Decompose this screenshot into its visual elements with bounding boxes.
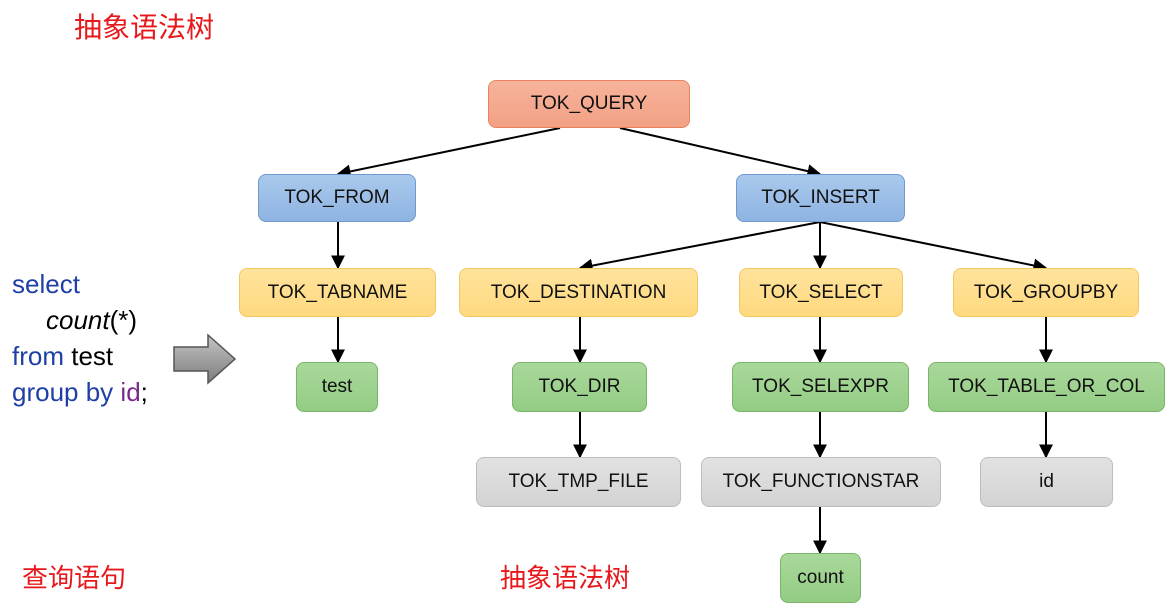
node-tok-destination: TOK_DESTINATION bbox=[459, 268, 698, 317]
diagram-title: 抽象语法树 bbox=[74, 11, 215, 44]
edge-insert-destination bbox=[578, 221, 821, 273]
node-tok-query: TOK_QUERY bbox=[488, 80, 690, 128]
sql-keyword-group-by: group by bbox=[12, 377, 114, 407]
sql-keyword-select: select bbox=[12, 269, 80, 299]
node-tok-selexpr: TOK_SELEXPR bbox=[732, 362, 909, 412]
node-test: test bbox=[296, 362, 378, 412]
node-tok-insert: TOK_INSERT bbox=[736, 174, 905, 222]
node-tok-tabname: TOK_TABNAME bbox=[239, 268, 436, 317]
caption-abstract-syntax-tree: 抽象语法树 bbox=[500, 564, 631, 594]
sql-query: select count(*) from test group by id; bbox=[12, 266, 148, 410]
node-tok-from: TOK_FROM bbox=[258, 174, 416, 222]
sql-function-args: (*) bbox=[109, 305, 138, 335]
edge-query-insert bbox=[619, 127, 822, 178]
sql-line-1: select bbox=[12, 266, 148, 302]
node-tok-tmp-file: TOK_TMP_FILE bbox=[476, 457, 681, 507]
node-tok-groupby: TOK_GROUPBY bbox=[953, 268, 1139, 317]
sql-column-id: id bbox=[113, 377, 141, 407]
node-id: id bbox=[980, 457, 1113, 507]
caption-query-statement: 查询语句 bbox=[22, 564, 127, 594]
sql-keyword-from: from bbox=[12, 341, 64, 371]
node-count: count bbox=[780, 553, 861, 603]
node-tok-select: TOK_SELECT bbox=[739, 268, 903, 317]
right-arrow-icon bbox=[172, 333, 238, 390]
edge-query-from bbox=[336, 127, 561, 179]
sql-line-4: group by id; bbox=[12, 374, 148, 410]
node-tok-dir: TOK_DIR bbox=[512, 362, 647, 412]
sql-line-2: count(*) bbox=[12, 302, 148, 338]
node-tok-functionstar: TOK_FUNCTIONSTAR bbox=[701, 457, 941, 507]
node-tok-table-or-col: TOK_TABLE_OR_COL bbox=[928, 362, 1165, 412]
sql-terminator: ; bbox=[140, 377, 148, 407]
sql-function-count: count bbox=[46, 305, 110, 335]
edge-insert-groupby bbox=[819, 221, 1048, 273]
sql-table-name: test bbox=[64, 341, 114, 371]
sql-line-3: from test bbox=[12, 338, 148, 374]
